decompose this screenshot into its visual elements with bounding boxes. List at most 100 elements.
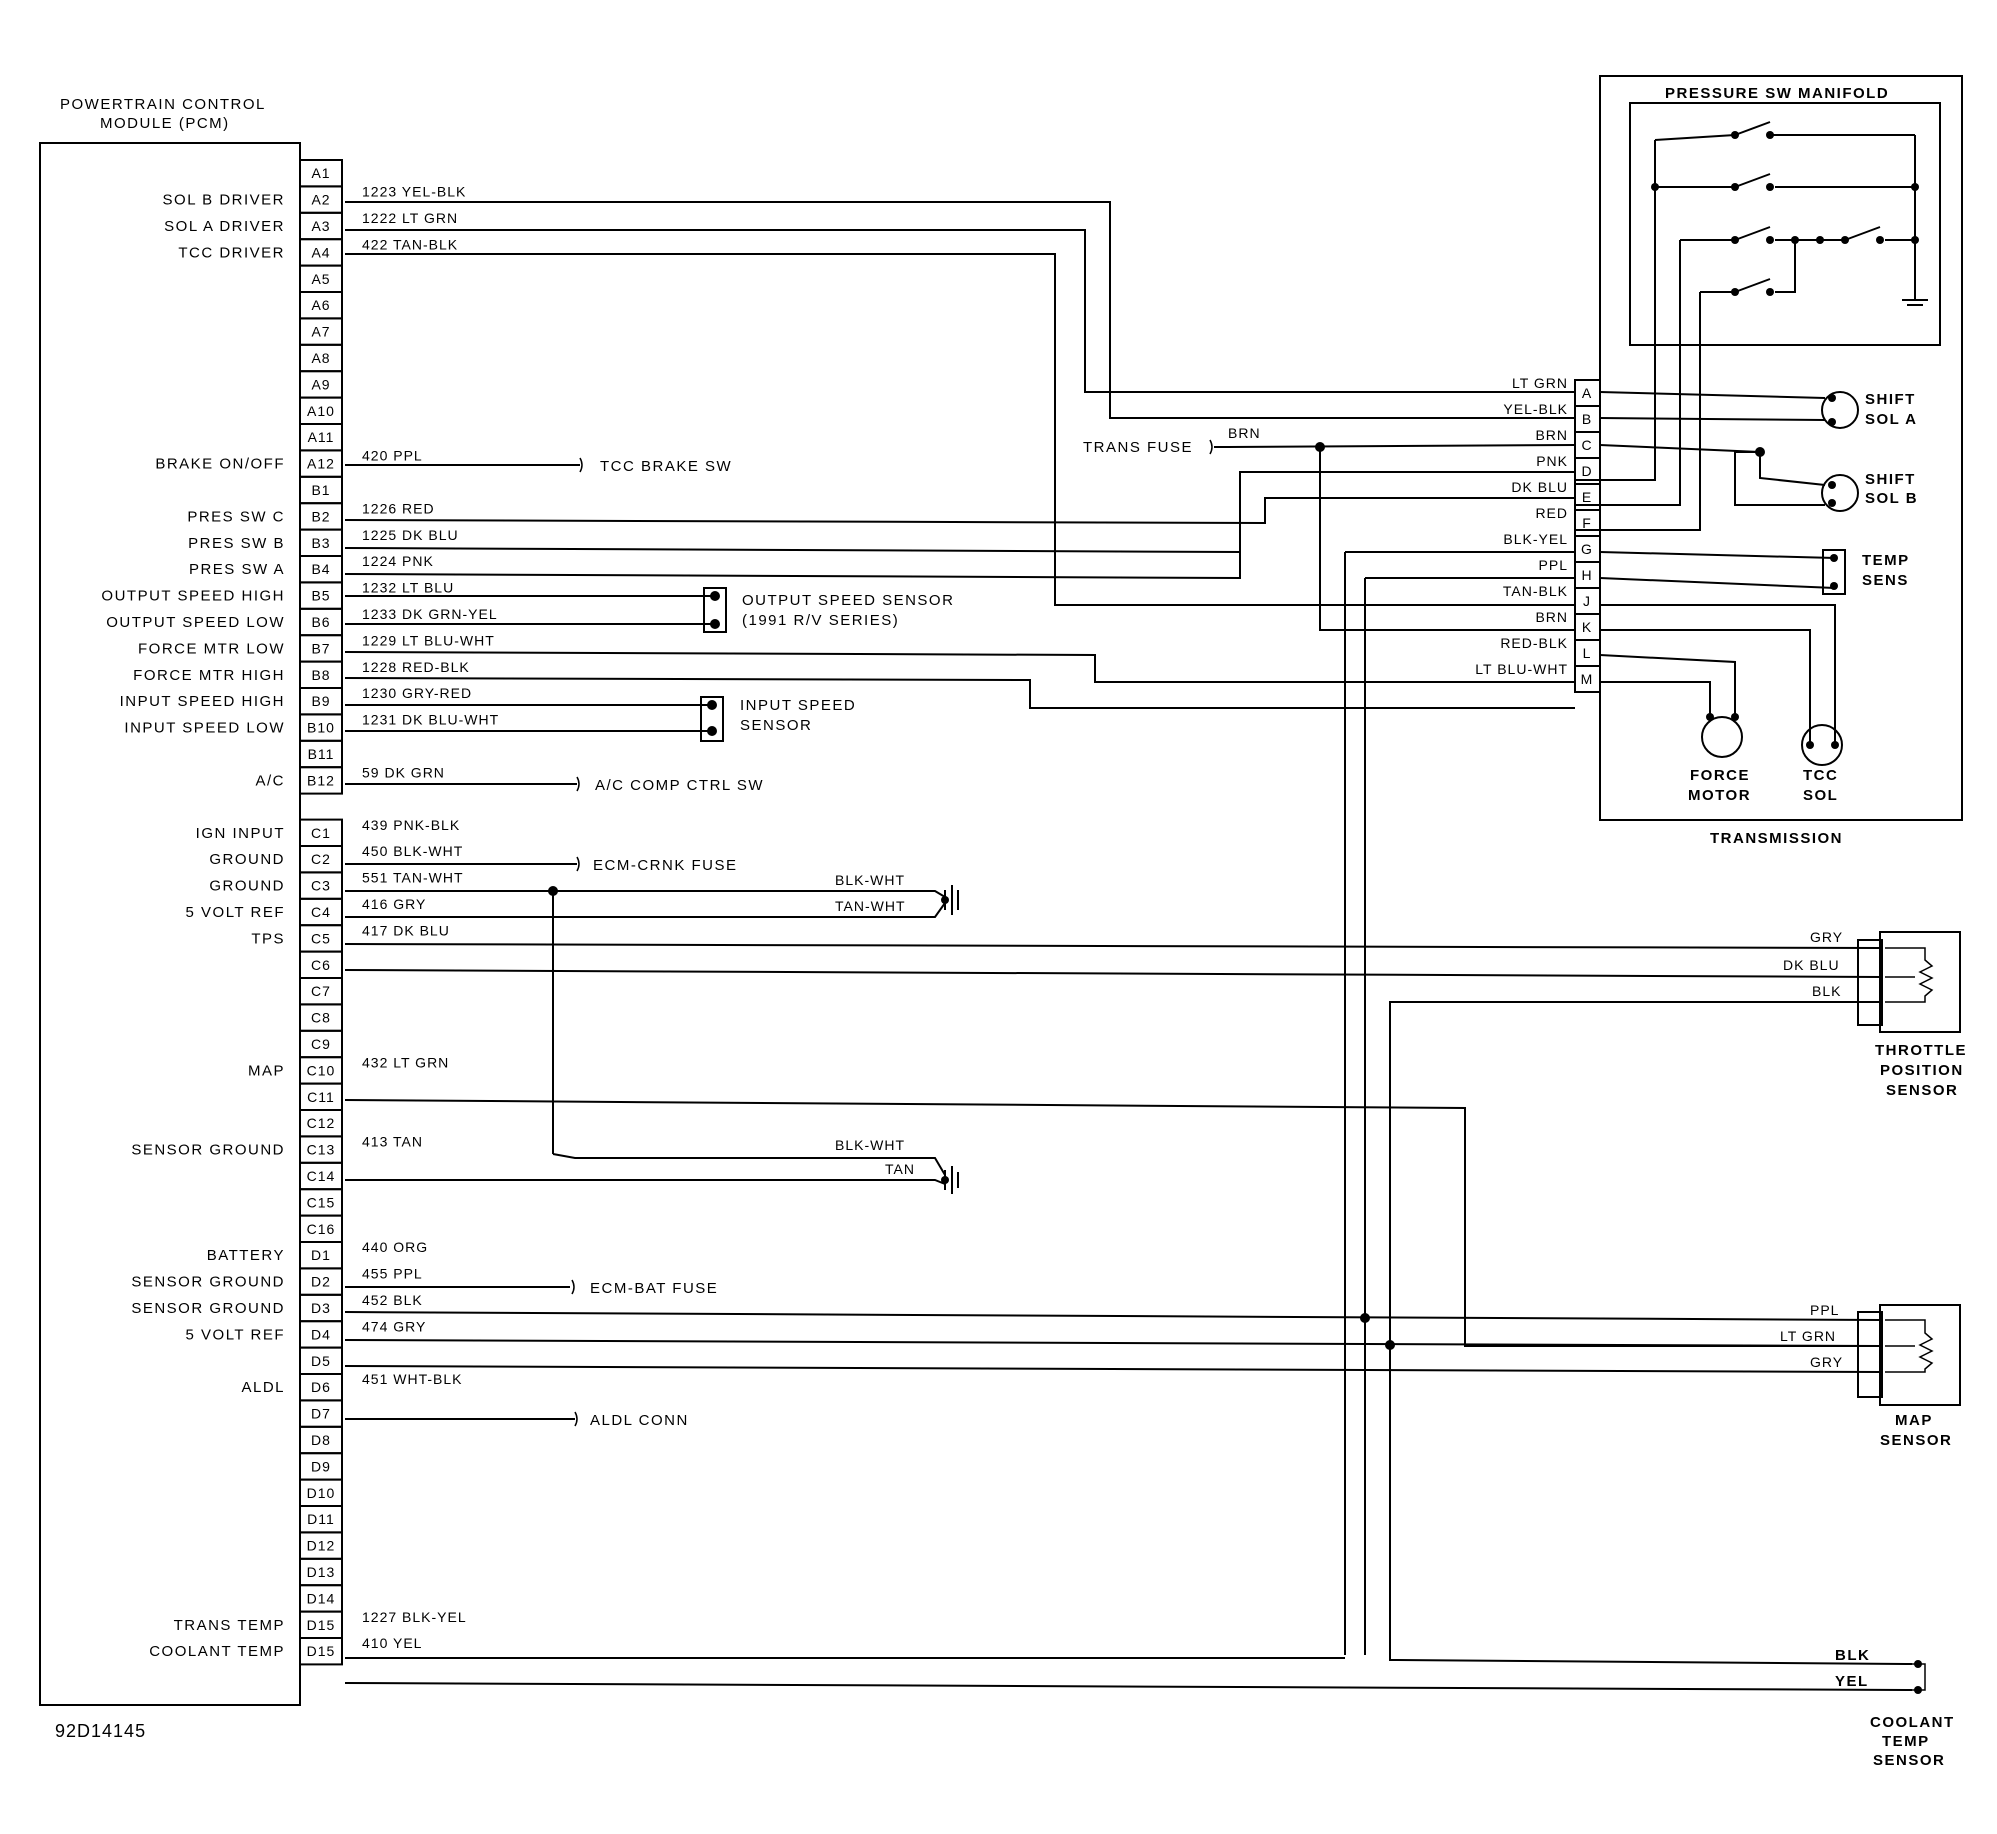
pin-id: B5 xyxy=(311,588,330,604)
splice-brn xyxy=(1315,442,1325,452)
wire-label: 551 TAN-WHT xyxy=(362,870,464,886)
output-speed-sensor-note: (1991 R/V SERIES) xyxy=(742,612,899,629)
pin-id: D13 xyxy=(307,1564,336,1580)
pcm-title-line1: POWERTRAIN CONTROL xyxy=(60,96,266,113)
trans-fuse-wire-label: BRN xyxy=(1228,425,1261,441)
pin-id: C2 xyxy=(311,851,331,867)
wire-label: 410 YEL xyxy=(362,1635,422,1651)
pin-id: D1 xyxy=(311,1247,331,1263)
wire-label: 450 BLK-WHT xyxy=(362,843,463,859)
pin-id: D12 xyxy=(307,1538,336,1554)
manifold-title: PRESSURE SW MANIFOLD xyxy=(1665,85,1889,102)
trans-internal-wires xyxy=(1599,391,1836,745)
ground2-wire1: BLK-WHT xyxy=(835,1137,905,1153)
pin-function-label: IGN INPUT xyxy=(196,825,285,842)
tps-wire-gry: GRY xyxy=(1810,929,1843,945)
tps-title-3: SENSOR xyxy=(1886,1082,1958,1099)
temp-sens-label-1: TEMP xyxy=(1862,552,1910,569)
trans-pin-box xyxy=(1574,665,1601,693)
pin-id: B9 xyxy=(311,693,330,709)
wire-label: 1232 LT BLU xyxy=(362,580,454,596)
manifold-switches xyxy=(1575,121,1928,531)
trans-wire-label: LT GRN xyxy=(1512,375,1568,391)
force-motor-label-1: FORCE xyxy=(1690,767,1750,784)
ground-node-2 xyxy=(941,1176,949,1184)
pin-function-label: PRES SW B xyxy=(188,535,285,552)
splice-d3 xyxy=(1385,1340,1395,1350)
pin-id: A5 xyxy=(311,271,330,287)
pin-id: C8 xyxy=(311,1010,331,1026)
shift-sol-b xyxy=(1821,474,1859,512)
shift-sol-a-label-1: SHIFT xyxy=(1865,391,1916,408)
pin-id: B12 xyxy=(307,772,335,788)
pin-id: A1 xyxy=(311,165,330,181)
pin-function-label: BRAKE ON/OFF xyxy=(155,456,285,473)
pin-id: D15 xyxy=(307,1617,336,1633)
tps-title-2: POSITION xyxy=(1880,1062,1964,1079)
map-wire-ppl: PPL xyxy=(1810,1302,1839,1318)
shift-sol-a xyxy=(1821,391,1859,429)
pin-id: D15 xyxy=(307,1643,336,1659)
ground1-wire1: BLK-WHT xyxy=(835,872,905,888)
coolant-title-2: TEMP xyxy=(1882,1733,1930,1750)
splice-sol-feed xyxy=(1755,447,1765,457)
wire-label: 455 PPL xyxy=(362,1266,423,1282)
trans-wires xyxy=(344,201,1576,1655)
map-wire-gry: GRY xyxy=(1810,1354,1843,1370)
pin-function-label: A/C xyxy=(255,772,285,789)
pin-id: D2 xyxy=(311,1274,331,1290)
pin-function-label: 5 VOLT REF xyxy=(186,1326,285,1343)
pin-function-label: OUTPUT SPEED HIGH xyxy=(101,588,285,605)
tcc-brake-sw: TCC BRAKE SW xyxy=(600,458,732,475)
coolant-title-3: SENSOR xyxy=(1873,1752,1945,1769)
pin-box xyxy=(299,766,343,795)
pin-id: A8 xyxy=(311,350,330,366)
pin-function-label: COOLANT TEMP xyxy=(149,1643,285,1660)
wire-label: 451 WHT-BLK xyxy=(362,1371,462,1387)
pcm-title-line2: MODULE (PCM) xyxy=(100,115,230,132)
pin-function-label: TRANS TEMP xyxy=(174,1617,285,1634)
pin-id: B4 xyxy=(311,561,330,577)
other-wires xyxy=(344,464,1913,1691)
output-speed-sensor-connector xyxy=(703,587,727,633)
pin-function-label: SENSOR GROUND xyxy=(131,1274,285,1291)
pin-id: A7 xyxy=(311,324,330,340)
trans-wire-label: BLK-YEL xyxy=(1503,531,1568,547)
ecm-bat-fuse: ECM-BAT FUSE xyxy=(590,1280,718,1297)
output-speed-sensor: OUTPUT SPEED SENSOR xyxy=(742,592,954,609)
pin-id: A12 xyxy=(307,456,335,472)
pin-id: D14 xyxy=(307,1590,336,1606)
tps-title-1: THROTTLE xyxy=(1875,1042,1967,1059)
pin-function-label: TCC DRIVER xyxy=(178,244,285,261)
wire-label: 422 TAN-BLK xyxy=(362,236,458,252)
trans-pin-id: B xyxy=(1582,411,1592,427)
ground2-wire2: TAN xyxy=(885,1161,915,1177)
ground-node-1 xyxy=(941,896,949,904)
wire-label: 1230 GRY-RED xyxy=(362,685,472,701)
input-speed-sensor: INPUT SPEED xyxy=(740,697,856,714)
coolant-wire-blk: BLK xyxy=(1835,1647,1870,1664)
wire-label: 440 ORG xyxy=(362,1239,428,1255)
pin-id: B2 xyxy=(311,508,330,524)
pin-function-label: OUTPUT SPEED LOW xyxy=(106,614,285,631)
pin-function-label: SENSOR GROUND xyxy=(131,1300,285,1317)
trans-wire-label: DK BLU xyxy=(1511,479,1568,495)
trans-wire-label: RED-BLK xyxy=(1500,635,1568,651)
pin-id: A3 xyxy=(311,218,330,234)
temp-sens-label-2: SENS xyxy=(1862,572,1909,589)
pin-id: C12 xyxy=(307,1115,336,1131)
throttle-position-sensor xyxy=(1857,931,1961,1033)
wire-label: 413 TAN xyxy=(362,1134,423,1150)
ecm-crnk-fuse: ECM-CRNK FUSE xyxy=(593,857,738,874)
wire-label: 1228 RED-BLK xyxy=(362,659,470,675)
pin-id: D5 xyxy=(311,1353,331,1369)
pin-id: D8 xyxy=(311,1432,331,1448)
shift-sol-b-label-1: SHIFT xyxy=(1865,471,1916,488)
pin-function-label: PRES SW C xyxy=(187,508,285,525)
splice-d2 xyxy=(1360,1313,1370,1323)
wire-label: 1229 LT BLU-WHT xyxy=(362,632,495,648)
wire-label: 59 DK GRN xyxy=(362,764,445,780)
trans-pin-id: K xyxy=(1582,619,1592,635)
wire-label: 1233 DK GRN-YEL xyxy=(362,606,498,622)
